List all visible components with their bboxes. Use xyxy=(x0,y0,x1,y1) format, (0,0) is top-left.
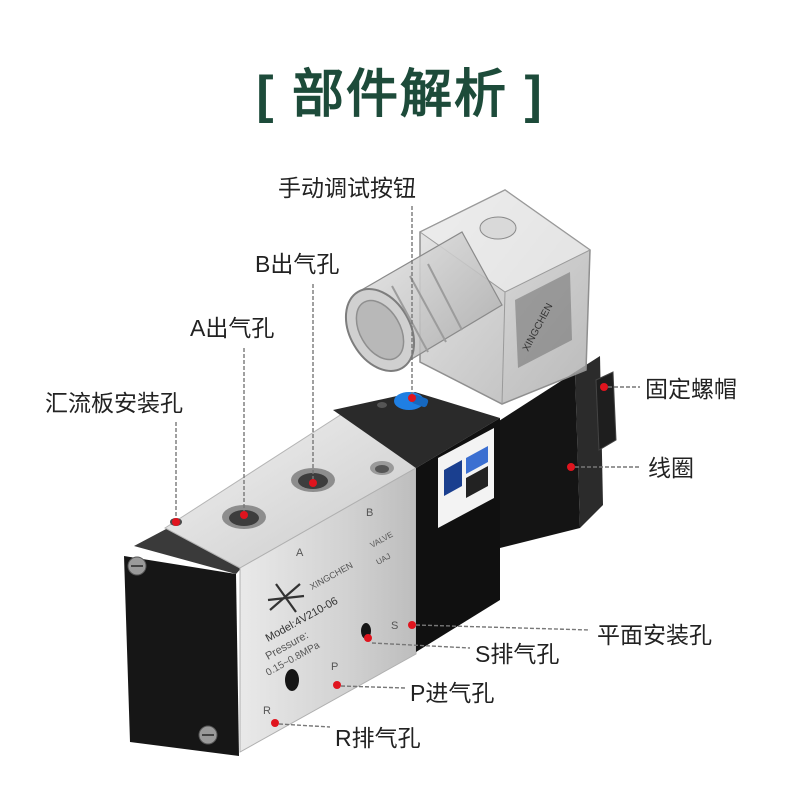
callout-label: A出气孔 xyxy=(190,315,274,341)
port-a-label: A xyxy=(296,547,304,559)
callout-b-port: B出气孔 xyxy=(255,251,339,487)
body-front-face xyxy=(239,467,417,753)
callout-p-inlet: P进气孔 xyxy=(333,680,494,706)
callout-a-port: A出气孔 xyxy=(190,315,274,519)
coil-block xyxy=(488,372,580,550)
qr-code-icon xyxy=(444,460,462,496)
port-s-label: S xyxy=(391,620,398,632)
callout-r-exhaust: R排气孔 xyxy=(271,719,421,751)
page-title: [ 部件解析 ] xyxy=(256,66,544,124)
callout-fixing-nut: 固定螺帽 xyxy=(600,376,737,402)
callout-s-exhaust: S排气孔 xyxy=(364,634,559,667)
connector-terminal xyxy=(515,272,572,368)
coil-side-face xyxy=(575,356,603,528)
pilot-top-hole xyxy=(377,402,387,408)
callout-label: S排气孔 xyxy=(475,641,559,667)
callout-manifold-hole: 汇流板安装孔 xyxy=(45,390,183,526)
fixing-nut xyxy=(595,371,617,451)
connector-screw xyxy=(479,216,517,240)
callout-label: 平面安装孔 xyxy=(597,622,712,648)
callout-label: B出气孔 xyxy=(255,251,339,277)
callout-label: 汇流板安装孔 xyxy=(45,390,183,416)
callout-coil: 线圈 xyxy=(567,455,694,481)
xingchen-logo-icon xyxy=(267,583,305,613)
end-cap xyxy=(124,556,239,756)
port-p-label: P xyxy=(331,661,338,673)
callout-label: 固定螺帽 xyxy=(645,376,737,402)
port-b-label: B xyxy=(366,507,373,519)
pilot-top xyxy=(333,392,500,468)
callout-manual-button: 手动调试按钮 xyxy=(278,175,416,402)
callout-label: P进气孔 xyxy=(410,680,494,706)
port-p-hole xyxy=(285,669,299,691)
callout-label: 线圈 xyxy=(648,455,694,481)
port-r-label: R xyxy=(263,705,271,717)
end-cap-top xyxy=(134,528,252,574)
callout-label: 手动调试按钮 xyxy=(278,175,416,201)
solenoid-valve: XINGCHEN xyxy=(124,189,617,756)
callout-flat-mount-hole: 平面安装孔 xyxy=(408,621,712,648)
callout-label: R排气孔 xyxy=(335,725,421,751)
